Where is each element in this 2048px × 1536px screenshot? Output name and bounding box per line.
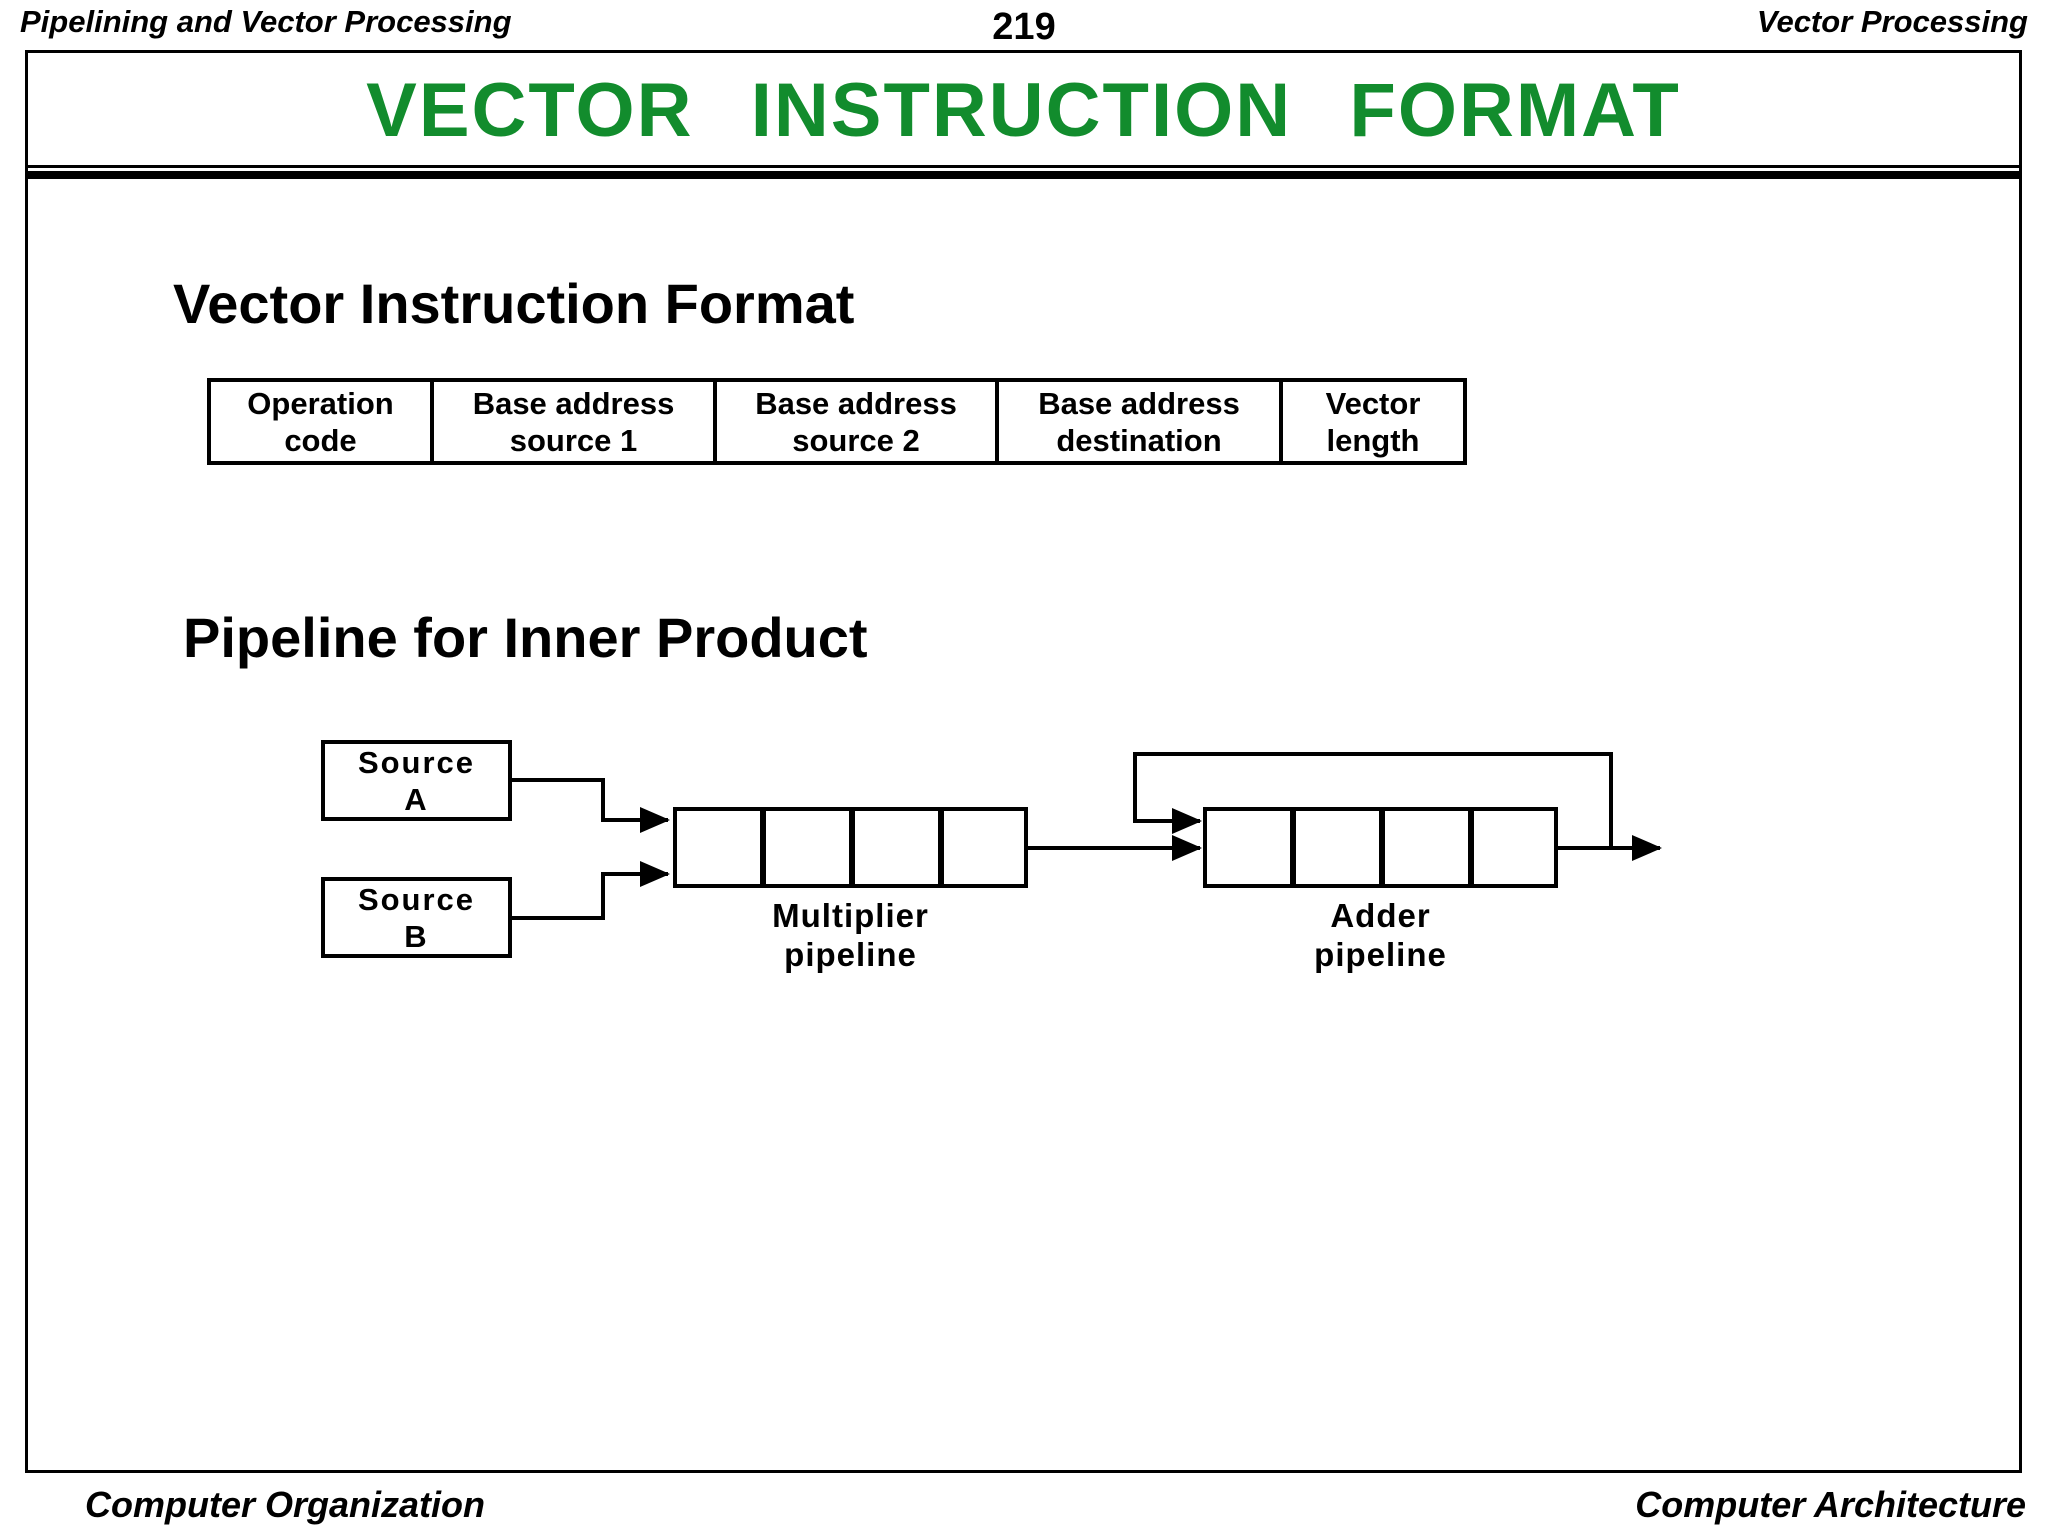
header-right-label: Vector Processing <box>1756 4 2028 39</box>
field-line: Base address <box>1038 385 1240 421</box>
field-line: source 1 <box>509 422 638 458</box>
slide-frame: VECTOR INSTRUCTION FORMAT Vector Instruc… <box>25 50 2022 1473</box>
footer-left-label: Computer Organization <box>85 1484 486 1525</box>
field-line: length <box>1326 422 1420 458</box>
label-line: Adder <box>1330 897 1431 934</box>
page-number: 219 <box>992 6 1056 48</box>
field-operation-code: Operation code <box>211 382 430 461</box>
field-line: Operation <box>247 385 394 421</box>
adder-pipeline-label: Adder pipeline <box>1203 896 1558 974</box>
field-base-address-source-2: Base address source 2 <box>713 382 995 461</box>
source-a-label: Source <box>357 744 476 780</box>
slide-title: VECTOR INSTRUCTION FORMAT <box>366 68 1681 153</box>
field-line: Base address <box>472 385 675 421</box>
pipeline-stage-divider <box>760 811 766 884</box>
header-left-label: Pipelining and Vector Processing <box>20 4 512 39</box>
label-line: pipeline <box>784 936 917 973</box>
field-base-address-source-1: Base address source 1 <box>430 382 713 461</box>
footer-right-label: Computer Architecture <box>1635 1484 2026 1525</box>
field-line: destination <box>1056 422 1222 458</box>
source-a-to-multiplier-connector <box>512 778 670 833</box>
pipeline-stage-divider <box>1290 811 1296 884</box>
field-base-address-destination: Base address destination <box>995 382 1279 461</box>
source-a-label: A <box>404 781 429 817</box>
source-a-box: Source A <box>321 740 512 821</box>
multiplier-pipeline-label: Multiplier pipeline <box>673 896 1028 974</box>
instruction-format-heading: Vector Instruction Format <box>173 272 855 335</box>
inner-product-heading: Pipeline for Inner Product <box>183 606 868 669</box>
field-line: source 2 <box>792 422 920 458</box>
adder-pipeline-box <box>1203 807 1558 888</box>
pipeline-stage-divider <box>849 811 855 884</box>
pipeline-stage-divider <box>1379 811 1385 884</box>
source-b-box: Source B <box>321 877 512 958</box>
source-b-label: Source <box>357 881 476 917</box>
field-vector-length: Vector length <box>1279 382 1463 461</box>
pipeline-stage-divider <box>938 811 944 884</box>
field-line: code <box>284 422 357 458</box>
label-line: pipeline <box>1314 936 1447 973</box>
title-separator-thick <box>28 171 2019 179</box>
pipeline-stage-divider <box>1468 811 1474 884</box>
field-line: Base address <box>755 385 957 421</box>
source-b-label: B <box>404 918 429 954</box>
field-line: Vector <box>1325 385 1421 421</box>
title-separator-thin <box>28 165 2019 168</box>
source-b-to-multiplier-connector <box>512 861 670 920</box>
instruction-format-table: Operation code Base address source 1 Bas… <box>207 378 1467 465</box>
label-line: Multiplier <box>772 897 929 934</box>
multiplier-pipeline-box <box>673 807 1028 888</box>
